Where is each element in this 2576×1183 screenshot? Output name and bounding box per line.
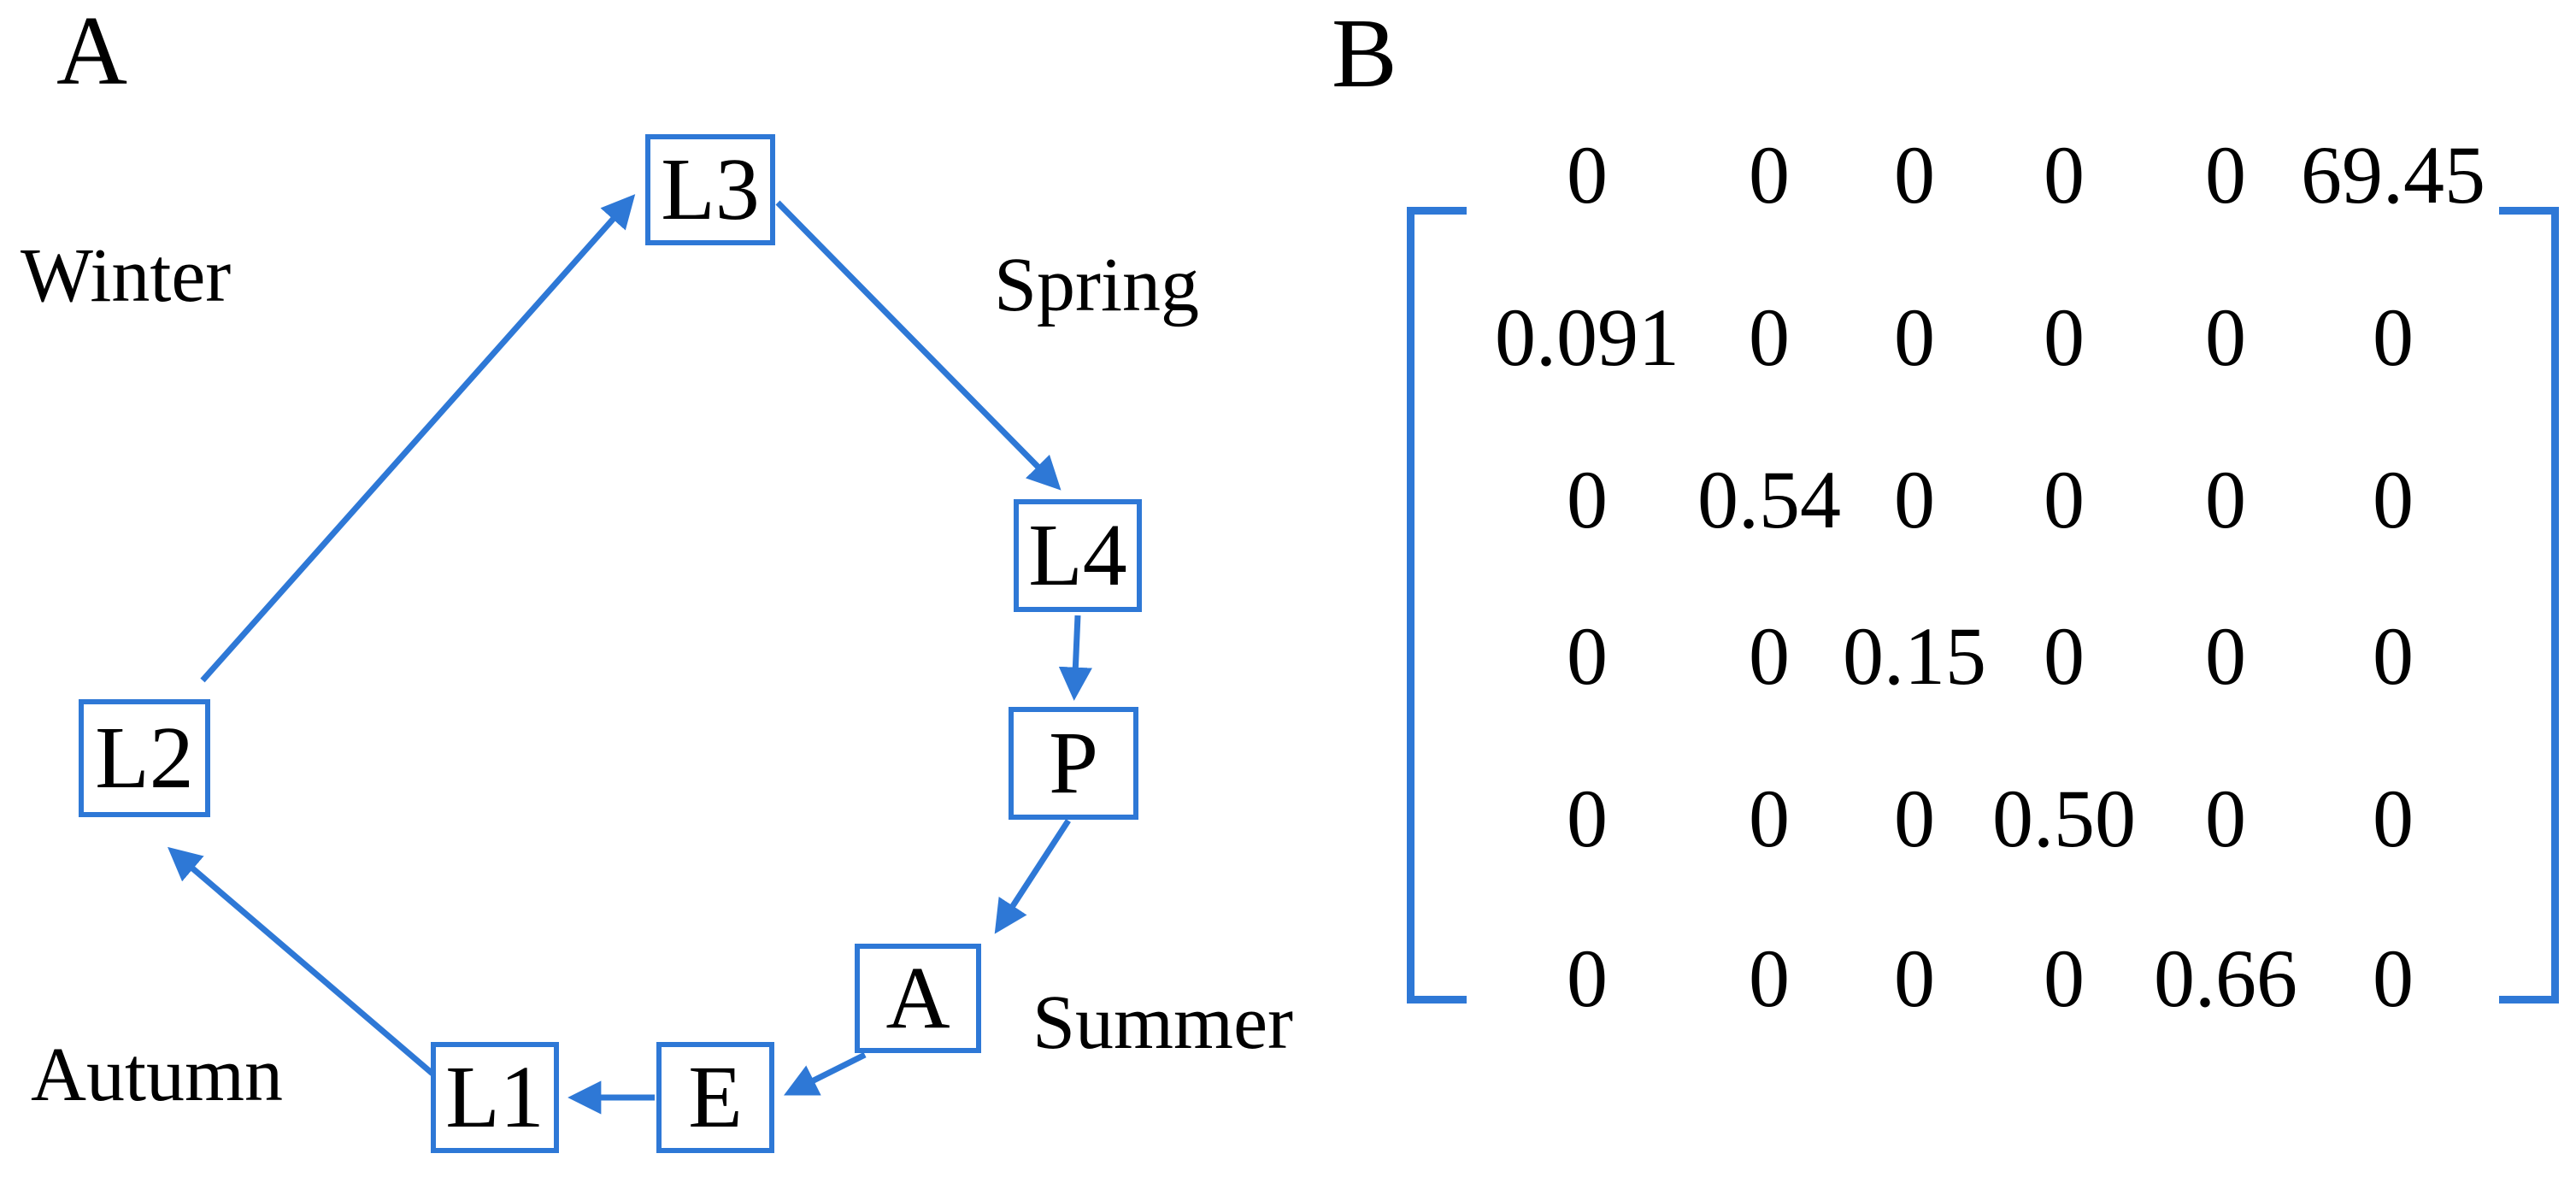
matrix-cell: 0: [1749, 773, 1790, 864]
matrix-cell: 0: [1567, 129, 1608, 221]
matrix-cell: 0: [1567, 933, 1608, 1024]
matrix-cell: 0: [1749, 933, 1790, 1024]
matrix-cell: 0.66: [2154, 933, 2297, 1024]
node-a: A: [855, 944, 981, 1053]
matrix-cell: 0: [2044, 129, 2085, 221]
arrow-l2-to-l3: [200, 194, 636, 683]
node-a-label: A: [885, 949, 950, 1047]
matrix-cell: 0.54: [1697, 454, 1841, 545]
matrix-cell: 0: [2205, 291, 2246, 383]
matrix-cell: 0: [1567, 610, 1608, 702]
matrix-cell: 0: [1894, 129, 1935, 221]
matrix-cell: 0: [2205, 129, 2246, 221]
matrix-bracket-left: [1407, 207, 1467, 1003]
matrix-cell: 0: [2373, 933, 2414, 1024]
matrix-cell: 0: [2373, 610, 2414, 702]
matrix-cell: 0: [2205, 454, 2246, 545]
node-p-label: P: [1049, 714, 1098, 812]
matrix-cell: 0.15: [1843, 610, 1986, 702]
node-l3-label: L3: [661, 140, 760, 238]
arrow-l1-to-l2: [168, 846, 435, 1076]
node-l1-label: L1: [445, 1048, 544, 1146]
node-l4-label: L4: [1028, 506, 1127, 604]
node-p: P: [1009, 707, 1138, 820]
node-l1: L1: [431, 1042, 559, 1153]
matrix-cell: 0: [1567, 773, 1608, 864]
arrow-a-to-e: [783, 1051, 867, 1096]
matrix-cell: 0: [1894, 933, 1935, 1024]
matrix-cell: 0: [2044, 610, 2085, 702]
panel-a-label: A: [56, 0, 128, 105]
matrix-cell: 0: [2205, 610, 2246, 702]
node-l2: L2: [79, 699, 210, 817]
node-l3: L3: [645, 134, 775, 245]
node-l2-label: L2: [95, 709, 194, 807]
matrix-cell: 0: [2044, 454, 2085, 545]
matrix-cell: 0: [2205, 773, 2246, 864]
arrow-l3-to-l4: [775, 200, 1062, 491]
matrix-cell: 0: [1749, 291, 1790, 383]
matrix-cell: 0: [1749, 129, 1790, 221]
node-e: E: [656, 1042, 774, 1153]
season-label-spring: Spring: [994, 243, 1200, 327]
arrow-l4-to-p: [1058, 615, 1092, 701]
lifecycle-arrows: [168, 194, 1092, 1115]
matrix-cell: 0: [1567, 454, 1608, 545]
matrix-cell: 0.50: [1992, 773, 2136, 864]
matrix-cell: 0: [1894, 454, 1935, 545]
matrix-cell: 0.091: [1495, 291, 1679, 383]
matrix-cell: 0: [2373, 454, 2414, 545]
matrix-cell: 0: [2373, 291, 2414, 383]
matrix-cell: 0: [1894, 291, 1935, 383]
season-label-summer: Summer: [1032, 980, 1293, 1065]
season-label-winter: Winter: [21, 233, 232, 318]
matrix-cell: 0: [1894, 773, 1935, 864]
matrix-cell: 0: [2044, 291, 2085, 383]
matrix-cell: 69.45: [2301, 129, 2485, 221]
panel-b-label: B: [1332, 0, 1397, 108]
matrix-bracket-right: [2499, 207, 2559, 1003]
arrow-p-to-a: [994, 819, 1071, 934]
season-label-autumn: Autumn: [31, 1033, 284, 1117]
matrix-cell: 0: [2044, 933, 2085, 1024]
node-l4: L4: [1014, 499, 1142, 612]
matrix-cell: 0: [2373, 773, 2414, 864]
matrix-cell: 0: [1749, 610, 1790, 702]
node-e-label: E: [688, 1048, 743, 1146]
